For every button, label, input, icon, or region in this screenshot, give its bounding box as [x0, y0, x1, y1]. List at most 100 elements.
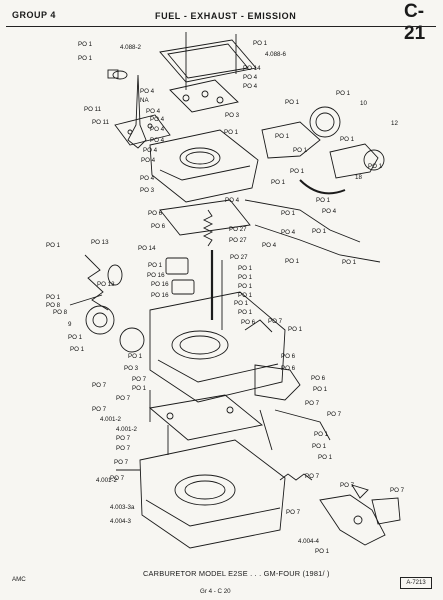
exploded-view-diagram: PO 1 4.088-2 PO 1 PO 1 4.088-6 PO 14 PO …: [0, 30, 443, 565]
callout: PO 1: [285, 258, 300, 265]
callout: PO 1: [271, 179, 286, 186]
callout: PO 1: [316, 197, 331, 204]
page-code: C-21: [404, 1, 426, 44]
callout: PO 1: [312, 228, 327, 235]
callout: PO 7: [390, 487, 405, 494]
callout: PO 1: [275, 133, 290, 140]
callout: PO 3: [140, 187, 155, 194]
callout: PO 1: [238, 265, 253, 272]
callout: PO 7: [268, 318, 283, 325]
callout: PO 1: [238, 283, 253, 290]
bracket-lower: [371, 497, 401, 525]
callout: PO 1: [238, 292, 253, 299]
callout: PO 1: [336, 90, 351, 97]
callout: PO 6: [151, 223, 166, 230]
callout: PO 1: [46, 242, 61, 249]
tps: [119, 327, 145, 353]
callout: PO 8: [53, 309, 68, 316]
hose: [299, 179, 346, 195]
choke-linkage: [261, 121, 321, 159]
callout: PO 1: [315, 548, 330, 555]
page-header: GROUP 4 FUEL - EXHAUST - EMISSION C-21: [0, 0, 443, 44]
callout: 4.003-3a: [110, 504, 135, 511]
callout: PO 6: [148, 210, 163, 217]
callout: PO 1: [132, 385, 147, 392]
callout: PO 6: [311, 375, 326, 382]
base-gasket: [148, 394, 264, 441]
callout: PO 8: [46, 302, 61, 309]
callout: PO 1: [46, 294, 61, 301]
callout: 9: [68, 321, 72, 328]
callout: PO 16: [147, 272, 165, 279]
group-label: GROUP 4: [12, 10, 56, 20]
callout: PO 1: [70, 346, 85, 353]
callout: PO 4: [262, 242, 277, 249]
callout: PO 1: [148, 262, 163, 269]
callout: 4.004-4: [298, 538, 319, 545]
spring-stack: [202, 209, 214, 247]
float-bowl-gasket: [159, 199, 251, 236]
callout: PO 1: [281, 210, 296, 217]
small-clip: [350, 484, 369, 499]
callout: PO 7: [92, 406, 107, 413]
callout: PO 1: [290, 168, 305, 175]
callout: PO 16: [151, 281, 169, 288]
callout: 4.001-2: [96, 477, 117, 484]
callout: PO 1: [238, 309, 253, 316]
callout: PO 7: [116, 435, 131, 442]
idle-solenoid: [85, 305, 115, 335]
callout: PO 1: [78, 55, 93, 62]
callout: PO 4: [146, 108, 161, 115]
float-bowl-body: [149, 291, 286, 403]
callout: PO 7: [327, 411, 342, 418]
callout: 4.088-6: [265, 51, 286, 58]
callout: PO 14: [243, 65, 261, 72]
part-cap: [112, 70, 128, 80]
callout: PO 1: [340, 136, 355, 143]
callout: PO 1: [342, 259, 357, 266]
callout: PO 7: [340, 482, 355, 489]
callout: 4.004-3: [110, 518, 131, 525]
callout: PO 1: [288, 326, 303, 333]
callout: PO 1: [368, 163, 383, 170]
section-title: FUEL - EXHAUST - EMISSION: [155, 11, 297, 21]
callout: PO 1: [68, 334, 83, 341]
callout: PO 1: [224, 129, 239, 136]
air-cleaner-bracket: [159, 39, 257, 83]
reference-code: A-7213: [400, 577, 432, 589]
callout: 10: [360, 100, 367, 107]
callout: PO 7: [286, 509, 301, 516]
callout: PO 7: [305, 400, 320, 407]
callout: PO 4: [322, 208, 337, 215]
rod-right: [244, 199, 361, 243]
callout: PO 4: [281, 229, 296, 236]
callout: PO 1: [78, 41, 93, 48]
callout: PO 1: [313, 386, 328, 393]
callout: PO 4: [150, 116, 165, 123]
spring-right: [279, 473, 313, 481]
callout: PO 16: [151, 292, 169, 299]
callout: PO 11: [92, 119, 110, 126]
part-block: [107, 69, 119, 79]
callout: PO 7: [92, 382, 107, 389]
callout: PO 1: [234, 300, 249, 307]
callout: PO 13: [97, 281, 115, 288]
callout: PO 4: [143, 147, 158, 154]
callout: PO 4: [243, 74, 258, 81]
callout: 4.088-2: [120, 44, 141, 51]
callout: PO 27: [229, 226, 247, 233]
carburetor-drawing: [69, 32, 401, 549]
callout: PO 1: [318, 454, 333, 461]
footer-left: AMC: [12, 576, 26, 583]
idle-screw: [69, 294, 103, 306]
callout: PO 1: [314, 431, 329, 438]
throttle-lever: [319, 494, 386, 546]
callout: PO 4: [150, 137, 165, 144]
callout: PO 6: [281, 353, 296, 360]
callout: PO 7: [114, 459, 129, 466]
lever-right: [274, 409, 331, 441]
airhorn-gasket: [169, 79, 239, 113]
callout: PO 1: [128, 353, 143, 360]
callout: PO 7: [132, 376, 147, 383]
callout: PO 13: [91, 239, 109, 246]
